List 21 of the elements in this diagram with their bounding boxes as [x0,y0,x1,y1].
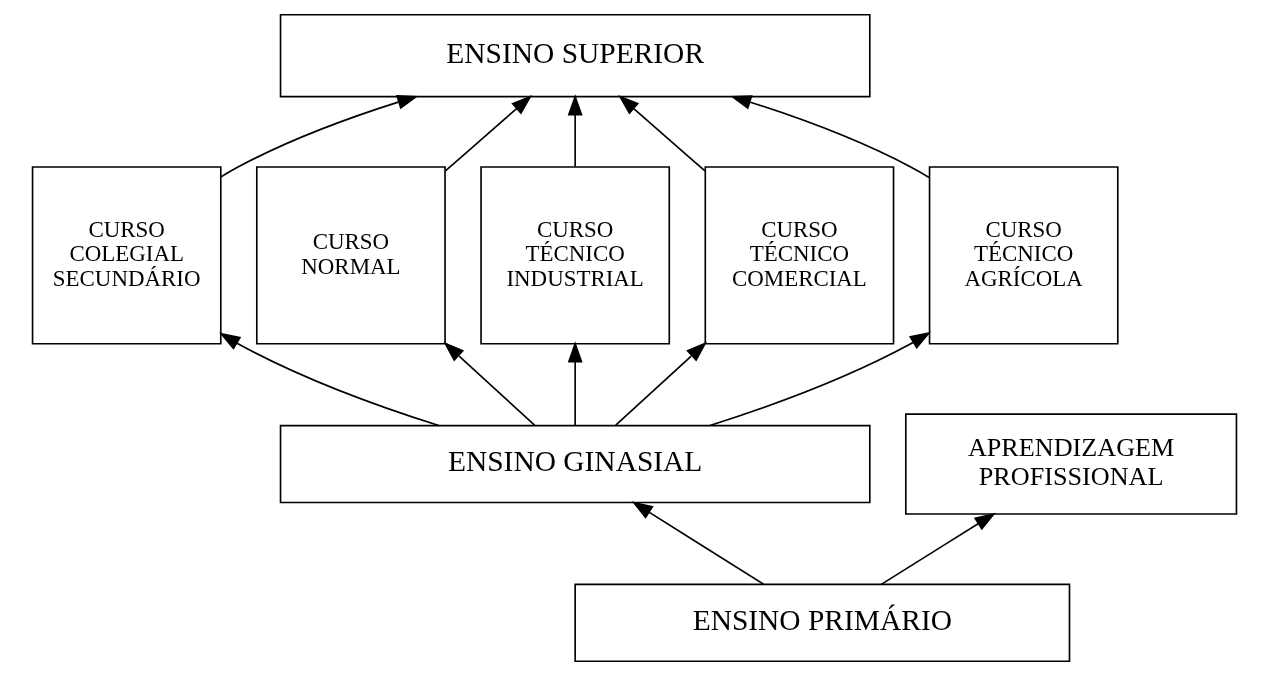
node-box: APRENDIZAGEM PROFISSIONAL [905,413,1238,515]
arrow [567,341,583,426]
node-box: CURSO TÉCNICO INDUSTRIAL [480,166,671,345]
node-box: ENSINO PRIMÁRIO [574,583,1071,663]
arrow [567,94,583,168]
arrow [443,341,536,426]
arrow [219,332,440,427]
arrow [880,512,996,586]
arrow [614,341,707,426]
arrow [220,95,419,178]
arrow [631,501,765,586]
node-box: CURSO TÉCNICO COMERCIAL [704,166,895,345]
arrow [730,95,930,179]
node-box: CURSO TÉCNICO AGRÍCOLA [928,166,1119,345]
node-box: ENSINO SUPERIOR [279,13,871,98]
arrow [709,331,932,427]
arrow [618,94,706,172]
node-box: ENSINO GINASIAL [279,424,871,504]
node-box: CURSO COLEGIAL SECUNDÁRIO [31,166,222,345]
node-box: CURSO NORMAL [256,166,446,345]
arrow [444,94,533,172]
